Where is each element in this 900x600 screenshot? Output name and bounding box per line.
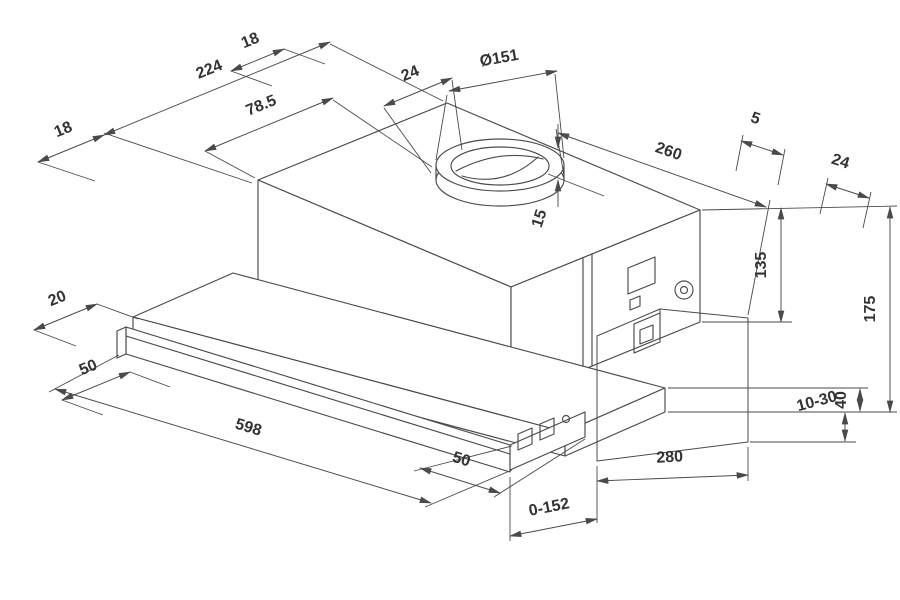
- visor-end-cap: [116, 326, 127, 359]
- dim-line-78-5: [204, 97, 334, 152]
- dim-line-18-left: [37, 134, 105, 163]
- dim-label-left-offset-18: 18: [52, 119, 75, 141]
- dim-line-24-right: [825, 183, 870, 199]
- dim-line-diameter-151: [447, 69, 559, 93]
- dimension-labels: 18 224 18 78.5 24 Ø151 260 15 5 24 135 1…: [46, 30, 879, 520]
- dim-label-cabinet-depth-280: 280: [656, 448, 684, 466]
- lamp-dot: [561, 414, 571, 424]
- dim-line-18-top: [230, 48, 285, 72]
- dim-label-mounting-gap-10-30: 10-30: [795, 388, 839, 415]
- switch-slider-2: [539, 417, 555, 441]
- dim-label-right-offset-24: 24: [829, 151, 851, 173]
- dim-label-flange-gap-15: 15: [529, 207, 551, 229]
- chassis-right-face: [564, 387, 666, 457]
- cabinet-outline: [596, 308, 749, 462]
- right-panel-details: [582, 253, 694, 371]
- dim-label-duct-diameter-151: Ø151: [478, 47, 520, 71]
- duct-inner-ellipse: [450, 146, 550, 186]
- dim-label-chassis-height-40: 40: [833, 391, 850, 409]
- dim-label-body-width-224: 224: [194, 57, 225, 83]
- duct-flap: [455, 154, 544, 172]
- dim-label-total-height-175: 175: [862, 296, 879, 323]
- dimension-lines: [33, 41, 894, 538]
- dim-label-clearance-5: 5: [749, 109, 763, 128]
- control-strip: [509, 411, 586, 471]
- terminal-box: [627, 256, 656, 295]
- cable-gland: [674, 280, 694, 300]
- dim-line-20: [33, 303, 98, 331]
- dim-label-body-depth-260: 260: [653, 139, 684, 164]
- dim-line-50-bottom: [419, 467, 501, 494]
- dim-label-body-height-135: 135: [753, 252, 770, 279]
- dim-label-total-width-598: 598: [233, 416, 264, 440]
- dim-label-duct-position-78-5: 78.5: [244, 92, 279, 119]
- dim-label-back-offset-18: 18: [239, 30, 262, 52]
- dim-line-598: [54, 388, 432, 504]
- dim-line-280: [595, 472, 750, 484]
- dim-line-0-152: [508, 517, 599, 538]
- dim-line-50-left: [61, 371, 131, 401]
- dim-label-visor-extension-0-152: 0-152: [527, 495, 571, 520]
- dim-line-24-top: [383, 77, 453, 107]
- dim-line-224: [103, 41, 331, 136]
- dim-line-260: [557, 132, 767, 208]
- dim-line-5: [740, 140, 784, 156]
- dim-label-visor-right-50: 50: [450, 449, 472, 470]
- dim-label-flange-offset-24: 24: [399, 63, 422, 85]
- switch-slider-1: [517, 427, 533, 451]
- dim-label-front-lip-20: 20: [46, 288, 69, 310]
- duct-collar: [435, 138, 565, 207]
- switch-plate: [633, 312, 661, 354]
- dim-label-visor-left-50: 50: [77, 357, 100, 379]
